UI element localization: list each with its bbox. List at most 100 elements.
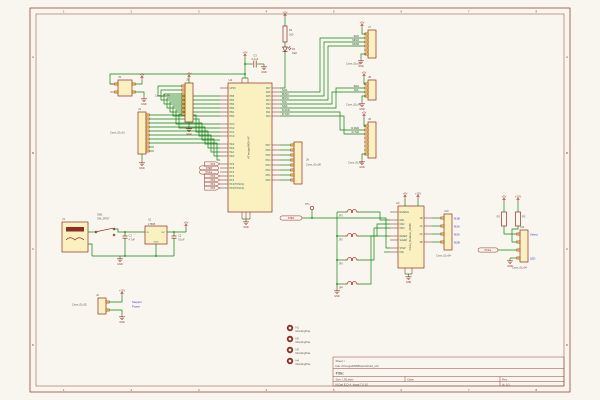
tp1-reference: TP1 xyxy=(305,203,310,206)
hier-label-m1b: M1B xyxy=(454,217,460,221)
mcu-symbol: U2 ATmega4809-AF UPDI PB5 PB4 PB3 PB2 PB… xyxy=(220,77,280,230)
hier-label-m2b: M2B xyxy=(454,241,460,245)
connector-j4: J4 Conn_01x10 xyxy=(110,107,150,171)
mounting-hole-value: MountingHole xyxy=(296,352,311,355)
mcu-pin: PC0 xyxy=(220,135,235,138)
driver-pin: STEP xyxy=(390,247,406,250)
driver-pin-name: MS2 xyxy=(400,223,406,226)
connector-j5: J5 Conn_01x08 xyxy=(155,70,194,137)
mcu-pin: PF3 xyxy=(220,175,235,178)
connector-pad xyxy=(364,140,369,144)
mcu-pin: PA0 xyxy=(266,115,280,118)
titleblock-title: Title: xyxy=(336,371,345,375)
mcu-pin-name: PF6 xyxy=(230,163,235,166)
mcu-pin-name: PA1 xyxy=(266,111,271,114)
mcu-pin: PA7 xyxy=(266,87,280,90)
driver-pin: 2B xyxy=(420,241,432,244)
connector-j10: J10 Conn_01x04 M1B M1A M2A M2B xyxy=(432,209,460,258)
driver-pin: SLEEP xyxy=(390,239,408,242)
connector-pad xyxy=(181,88,186,92)
connector-pad xyxy=(181,100,186,104)
j1-jack-bar xyxy=(66,227,84,232)
j6-reference: J6 xyxy=(306,158,309,162)
u1-reference: U1 xyxy=(148,218,152,222)
mcu-pin: PC2 xyxy=(220,127,235,130)
mcu-pin-name: PA5 xyxy=(266,95,271,98)
connector-j9: J9 Conn_01x08 D.RxD D.TxD xyxy=(348,109,377,170)
frame-col-label: 3 xyxy=(198,9,200,13)
net-label-step: STEP xyxy=(206,167,213,170)
driver-pin: ENABLE xyxy=(390,211,409,214)
driver-pin-name: ENABLE xyxy=(400,211,410,214)
driver-pin: 1B xyxy=(420,217,432,220)
u1-pin-out: OUT xyxy=(161,232,166,234)
mcu-pin-name: PA7 xyxy=(266,87,271,90)
frame-row-label: A xyxy=(32,55,34,59)
mcu-pins-right: PA7 PA6 PA5 PA4 PA3 PA2 PA1 PA0 xyxy=(266,87,280,182)
frame-col-label: 1 xyxy=(63,388,65,392)
mounting-hole-reference: H1 xyxy=(296,325,300,329)
mounting-hole: H3 MountingHole xyxy=(286,346,311,355)
j7-value: Conn_01x06 xyxy=(346,62,361,66)
r3-resistor xyxy=(515,211,521,227)
sw1-reference: SW1 xyxy=(97,213,103,217)
j11-reference: J11 xyxy=(520,225,525,229)
connector-pad xyxy=(105,308,110,312)
connector-pad xyxy=(290,153,295,157)
c3-reference: C3 xyxy=(253,53,257,57)
net-label-mosi-j7: MOSI xyxy=(352,42,359,46)
connector-j11-body xyxy=(519,229,529,263)
j9-reference: J9 xyxy=(368,117,371,121)
d1-reference: D1 xyxy=(292,47,296,51)
frame-row-label: A xyxy=(566,55,568,59)
mcu-pin: PA5 xyxy=(266,95,280,98)
solder-jumper: JP1 xyxy=(339,209,360,218)
frame-col-label: 2 xyxy=(131,9,133,13)
j1-reference: J1 xyxy=(62,217,65,221)
probe-select-section: R2 R3 Probe J11 Conn_01x04 Select LED xyxy=(477,193,538,270)
connector-pad xyxy=(131,82,136,86)
connector-pad xyxy=(145,121,150,125)
connector-j3: J3 xyxy=(110,71,148,107)
driver-value: Pololu_Breakout_A4988 xyxy=(409,223,412,251)
mcu-pin: PA6 xyxy=(266,91,280,94)
connector-pad xyxy=(364,132,369,136)
net-label-drxd: D.RxD xyxy=(282,108,290,112)
sw1-lever xyxy=(96,227,114,232)
stepper-power-label-2: Power xyxy=(132,305,140,309)
frame-col-label: 7 xyxy=(468,388,470,392)
mcu-pin-name: PF0(TOSC2) xyxy=(230,187,245,190)
mcu-pin-name: PE0 xyxy=(230,155,235,158)
connector-pad xyxy=(181,96,186,100)
driver-pin: 1A xyxy=(420,225,432,228)
j1-barrel-jack xyxy=(61,221,89,253)
driver-pin: DIR xyxy=(390,251,404,254)
mcu-pin-name: PB3 xyxy=(230,103,235,106)
connector-pad xyxy=(290,168,295,172)
j6-value: Conn_01x08 xyxy=(306,163,321,167)
wires-top-right-bundle xyxy=(280,37,366,135)
net-label-drxd-j9: D.RxD xyxy=(351,126,359,130)
mcu-pin: PF0(TOSC2) xyxy=(220,187,244,190)
solder-jumper: JP2 xyxy=(339,233,360,242)
c1-value: 4.7uF xyxy=(129,238,136,242)
j5-value: Conn_01x08 xyxy=(155,94,170,98)
mcu-value: ATmega4809-AF xyxy=(247,136,251,159)
mcu-pin-name: PE2 xyxy=(230,147,235,150)
mcu-pin-name: PC1 xyxy=(230,131,235,134)
mcu-pin: PE2 xyxy=(220,147,235,150)
mcu-pin: PF1(TOSC1) xyxy=(220,183,244,186)
jumper-reference: JP4 xyxy=(339,287,344,290)
connector-pad xyxy=(145,117,150,121)
stepper-driver-symbol: A3 Pololu_Breakout_A4988 ENABLE MS1 MS2 … xyxy=(279,190,432,285)
j11-value: Conn_01x04 xyxy=(512,266,527,270)
mcu-pin: PE3 xyxy=(220,143,235,146)
mcu-pins-left: UPDI PB5 PB4 PB3 PB2 PB1 PB0 PC3 xyxy=(220,87,244,190)
net-label-scl: SCL xyxy=(282,100,288,104)
power-supply-section: J1 SW1 SW_SPDT C1 4.7uF IN OUT GND U1 L7… xyxy=(61,213,190,267)
mcu-pin-name: PD2 xyxy=(266,169,271,172)
net-label-step-driver: STEP xyxy=(288,217,295,220)
mcu-pin: PA4 xyxy=(266,99,280,102)
